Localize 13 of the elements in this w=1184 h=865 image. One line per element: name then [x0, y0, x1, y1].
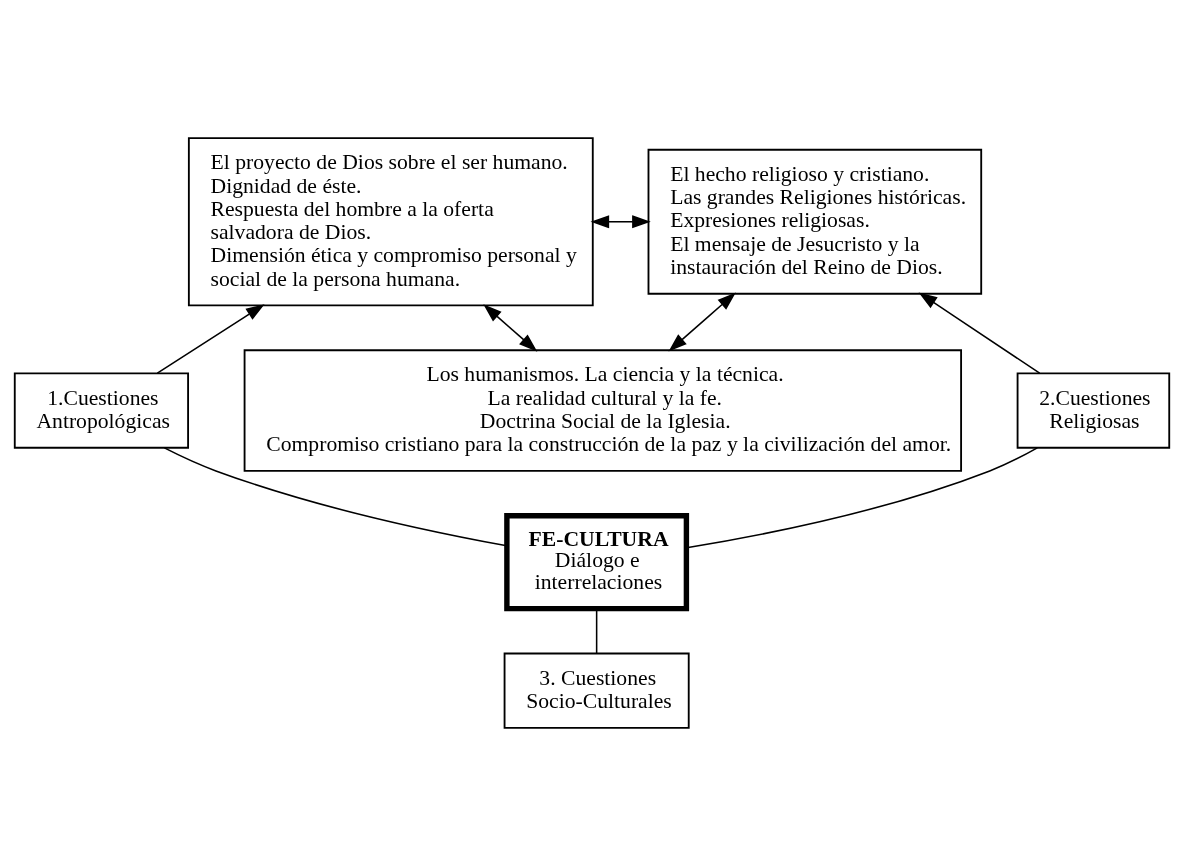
arrow [590, 214, 651, 228]
node-box: El hecho religioso y cristiano. Las grandes Religiones históricas. Expresiones religiosas. El mensaje de Jesucristo y la instauración del Reino de Dios. [647, 148, 983, 295]
arrow [668, 292, 736, 351]
node-box: FE-CULTURA Diálogo e interrelaciones [504, 512, 690, 611]
node-box: Los humanismos. La ciencia y la técnica. La realidad cultural y la fe. Doctrina Social de la Iglesia. Compromiso cristiano para la construcción de la paz y la civilización del amor. [243, 348, 962, 472]
node-box: 3. Cuestiones Socio-Culturales [503, 652, 690, 729]
node-box: El proyecto de Dios sobre el ser humano. Dignidad de éste. Respuesta del hombre a la oferta salvadora de Dios. Dimensión ética y compromiso personal y social de la persona humana. [187, 136, 594, 306]
connector [163, 446, 508, 547]
arrow [483, 303, 538, 352]
node-box: 1.Cuestiones Antropológicas [13, 372, 189, 449]
arrow [918, 291, 1041, 374]
arrow [156, 303, 265, 374]
node-box: 2.Cuestiones Religiosas [1016, 372, 1171, 449]
